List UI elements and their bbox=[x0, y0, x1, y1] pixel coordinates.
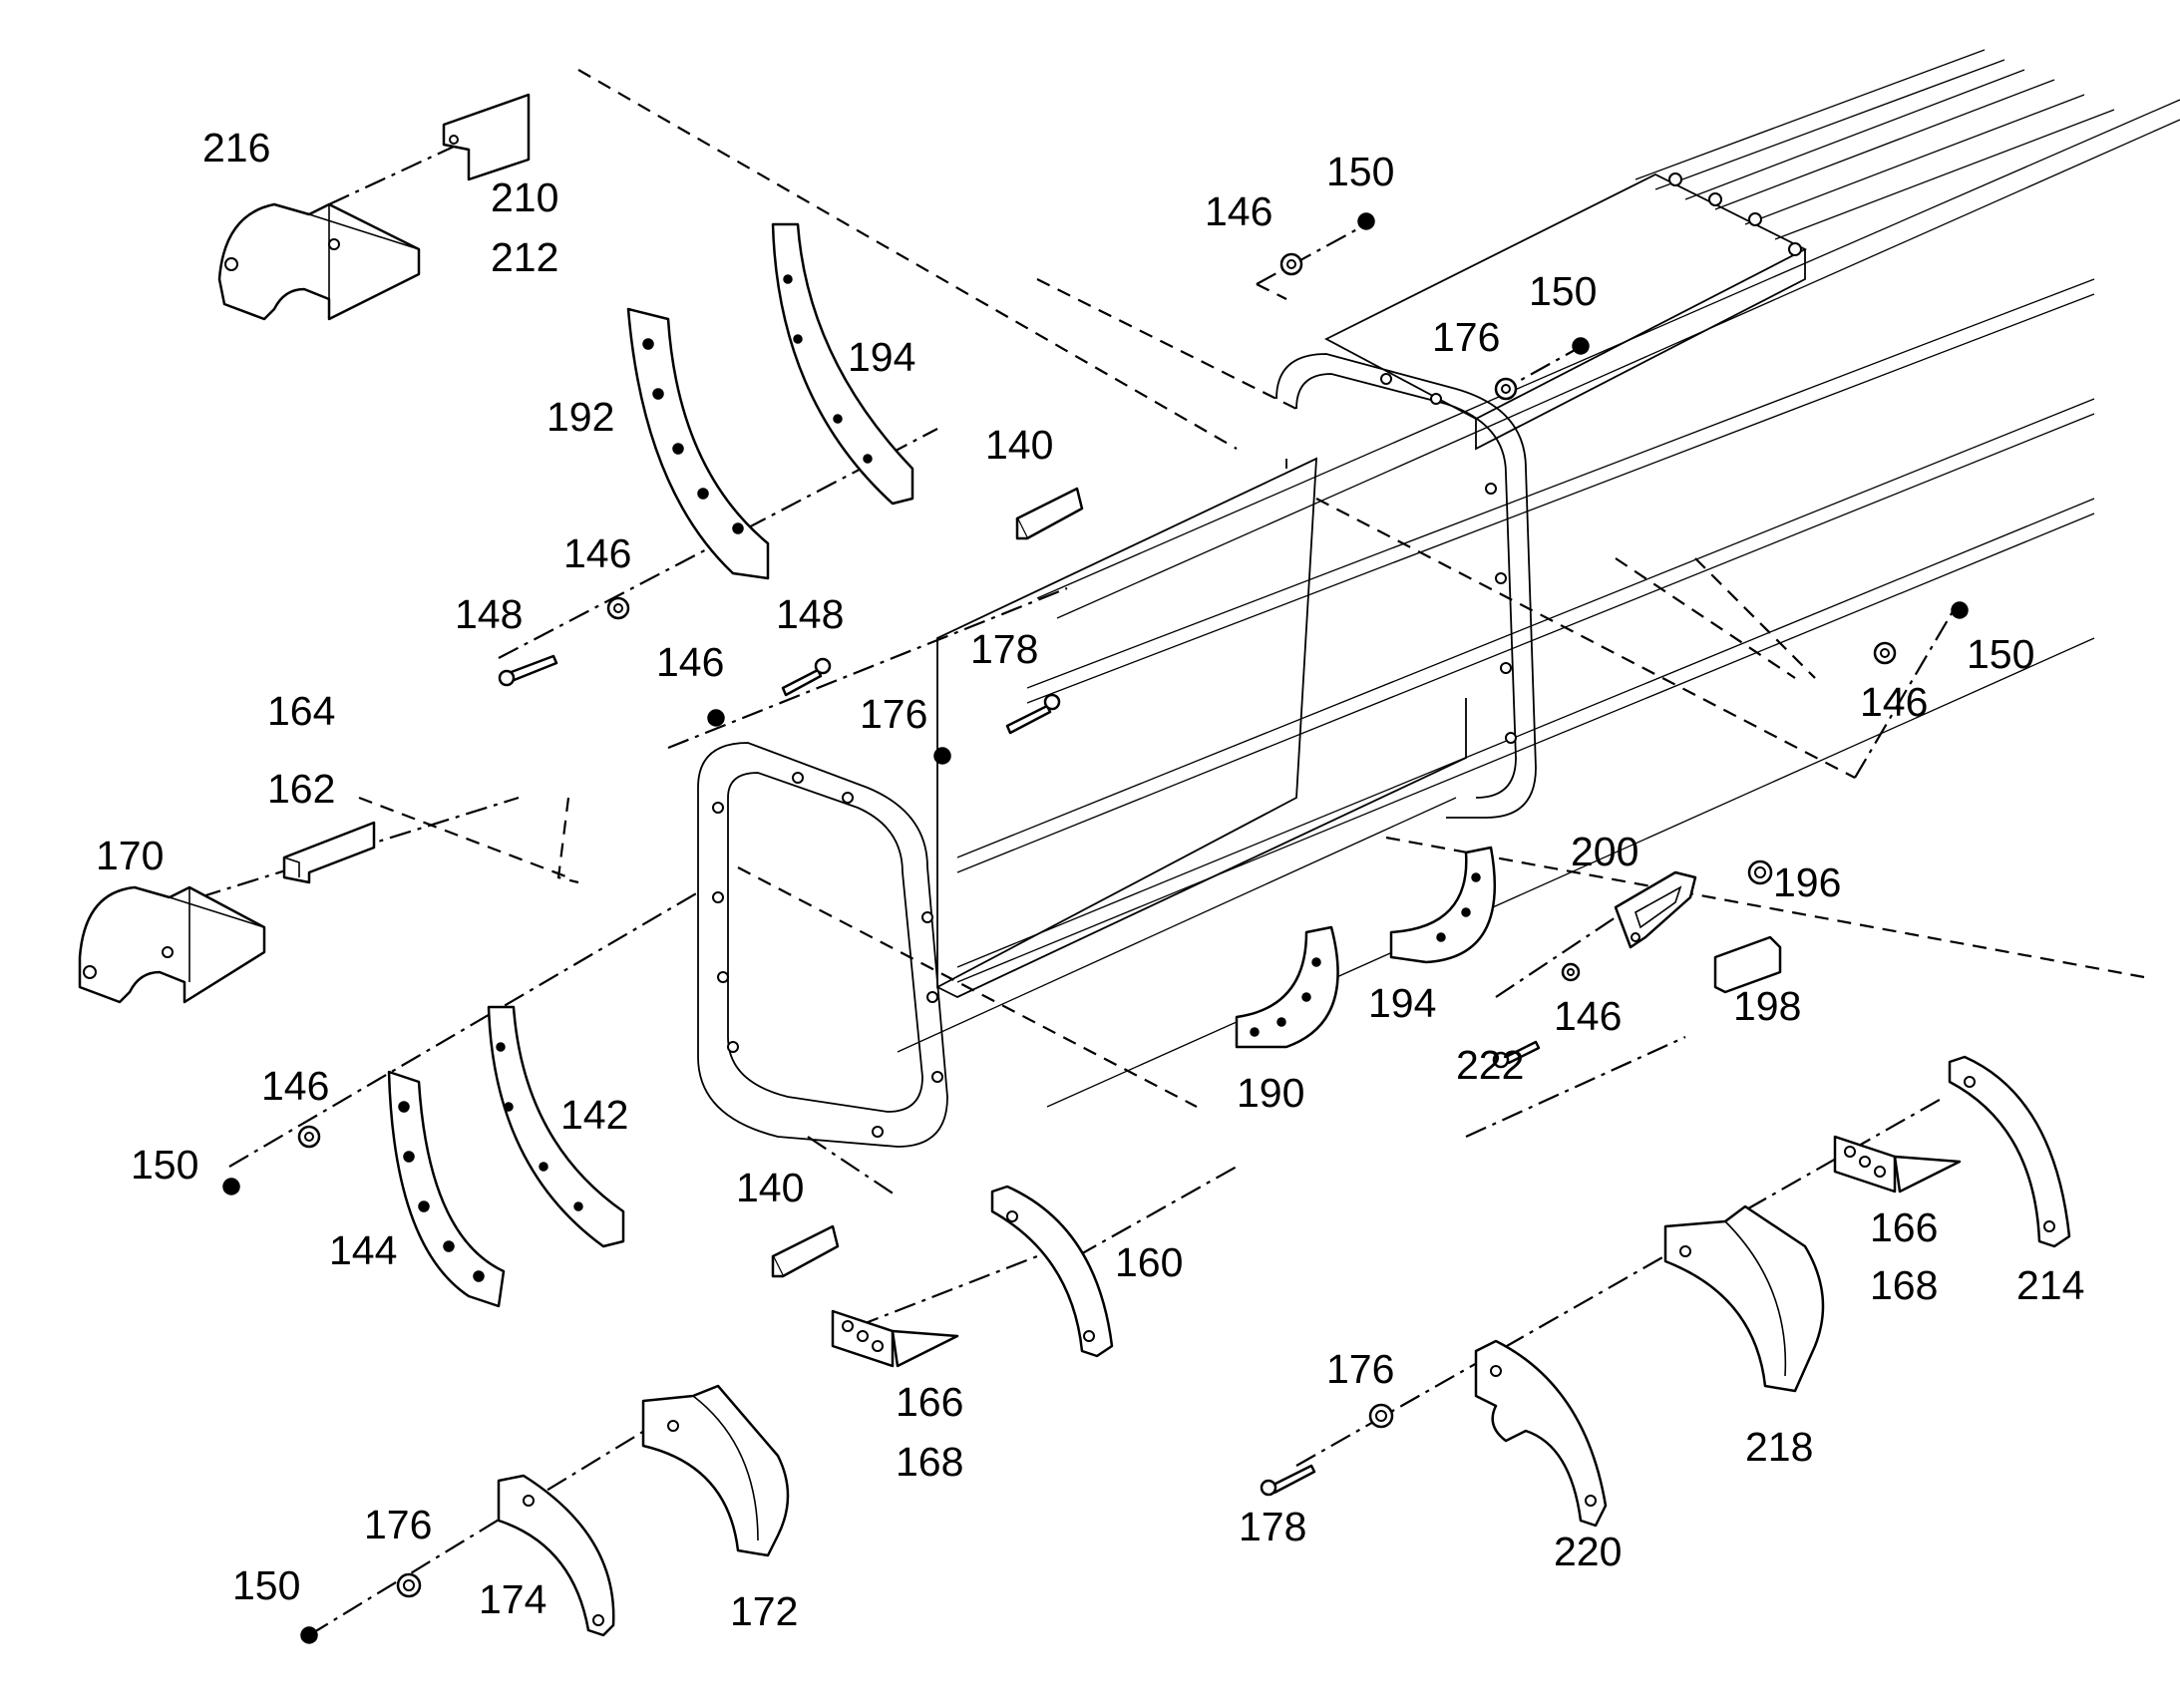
callout-146-d: 146 bbox=[656, 639, 724, 685]
callout-198: 198 bbox=[1733, 983, 1801, 1029]
callout-150-a: 150 bbox=[1326, 149, 1394, 194]
callout-146-f: 146 bbox=[261, 1063, 329, 1109]
callout-176-b: 176 bbox=[860, 691, 927, 737]
callout-218: 218 bbox=[1745, 1424, 1813, 1470]
callout-176-d: 176 bbox=[1326, 1346, 1394, 1392]
callout-194-upper: 194 bbox=[848, 334, 915, 380]
callout-176-a: 176 bbox=[1432, 314, 1500, 360]
callout-166-right: 166 bbox=[1870, 1204, 1938, 1250]
callout-190: 190 bbox=[1237, 1070, 1304, 1116]
callout-146-c: 146 bbox=[563, 530, 631, 576]
callout-148-b: 148 bbox=[776, 591, 844, 637]
part-200-bracket bbox=[1614, 870, 1697, 949]
part-190-arc bbox=[1235, 925, 1339, 1049]
part-172-cover bbox=[641, 1384, 790, 1557]
part-216-end-cap bbox=[217, 202, 421, 321]
callout-174: 174 bbox=[479, 1576, 546, 1622]
callout-150-d: 150 bbox=[1967, 631, 2034, 677]
callout-168-right: 168 bbox=[1870, 1262, 1938, 1308]
leader-lines bbox=[198, 69, 2145, 1636]
callout-166-left: 166 bbox=[896, 1379, 963, 1425]
part-192-strap bbox=[626, 307, 770, 580]
callout-150-e: 150 bbox=[232, 1562, 300, 1608]
part-140-block-lower bbox=[771, 1224, 840, 1278]
bolts bbox=[498, 654, 1541, 1497]
callout-160: 160 bbox=[1115, 1239, 1183, 1285]
callout-214: 214 bbox=[2016, 1262, 2084, 1308]
callout-170: 170 bbox=[96, 833, 164, 878]
main-beam bbox=[697, 49, 2180, 1148]
callout-146-b: 146 bbox=[1860, 679, 1928, 725]
callout-140-upper: 140 bbox=[985, 422, 1053, 468]
callout-146-a: 146 bbox=[1205, 188, 1272, 234]
callout-172: 172 bbox=[730, 1588, 798, 1634]
callout-176-c: 176 bbox=[364, 1502, 432, 1547]
callout-142: 142 bbox=[560, 1092, 628, 1138]
callout-212: 212 bbox=[491, 234, 558, 280]
part-166-plate-left bbox=[831, 1309, 959, 1368]
callout-168-left: 168 bbox=[896, 1439, 963, 1485]
callout-164: 164 bbox=[267, 688, 335, 734]
part-220-plate bbox=[1474, 1339, 1608, 1528]
part-166-plate-right bbox=[1833, 1135, 1962, 1194]
part-194-arc-lower bbox=[1389, 846, 1496, 964]
callout-200: 200 bbox=[1571, 829, 1638, 874]
part-144-strap bbox=[387, 1070, 506, 1308]
callout-labels: 216 210 212 194 192 140 146 150 176 150 … bbox=[96, 125, 2084, 1634]
part-194-arc-upper bbox=[771, 222, 914, 506]
callout-220: 220 bbox=[1554, 1529, 1622, 1574]
part-160-bracket bbox=[990, 1185, 1114, 1358]
part-214-bracket bbox=[1948, 1055, 2071, 1248]
part-170-end-cap bbox=[78, 885, 266, 1004]
callout-192: 192 bbox=[546, 394, 614, 440]
part-142-arc bbox=[487, 1005, 625, 1248]
callout-162: 162 bbox=[267, 766, 335, 812]
callout-216: 216 bbox=[202, 125, 270, 171]
callout-148-a: 148 bbox=[455, 591, 523, 637]
part-218-cover bbox=[1663, 1204, 1825, 1393]
callout-210: 210 bbox=[491, 174, 558, 220]
fasteners bbox=[222, 212, 1969, 1644]
callout-222: 222 bbox=[1456, 1042, 1524, 1088]
part-210-plate bbox=[442, 93, 531, 181]
callout-196: 196 bbox=[1773, 859, 1841, 905]
callout-140-lower: 140 bbox=[736, 1165, 804, 1210]
part-174-plate bbox=[497, 1474, 615, 1637]
part-198-pad bbox=[1713, 935, 1782, 994]
callout-150-b: 150 bbox=[1529, 268, 1597, 314]
callout-194-lower: 194 bbox=[1368, 980, 1436, 1026]
callout-150-c: 150 bbox=[131, 1142, 198, 1188]
callout-144: 144 bbox=[329, 1227, 397, 1273]
part-140-block-upper bbox=[1015, 487, 1084, 540]
callout-178-b: 178 bbox=[1239, 1504, 1306, 1549]
part-162-clip bbox=[282, 821, 376, 884]
callout-178-a: 178 bbox=[970, 626, 1038, 672]
callout-146-e: 146 bbox=[1554, 993, 1622, 1039]
